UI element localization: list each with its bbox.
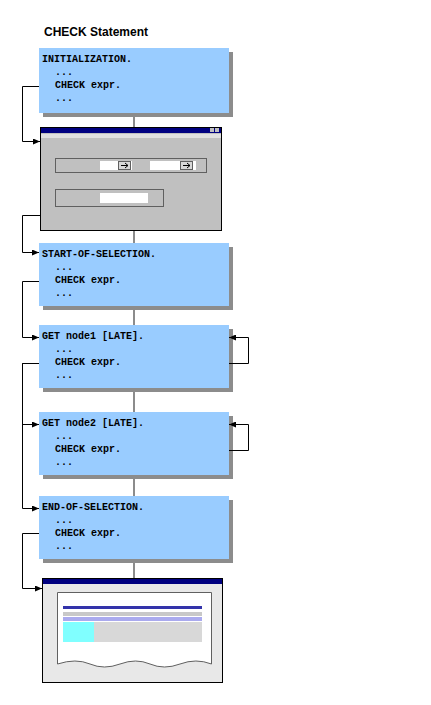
code-line: ... <box>39 540 229 553</box>
flow-arrow <box>229 425 249 451</box>
flow-arrow <box>229 338 249 364</box>
code-line: CHECK expr. <box>39 527 229 540</box>
input-button <box>119 162 131 170</box>
output-list <box>43 579 223 683</box>
title-bar <box>43 579 222 584</box>
event-keyword: INITIALIZATION. <box>39 53 229 66</box>
selection-screen <box>41 128 222 231</box>
input-field <box>150 161 196 170</box>
event-block: GET node2 [LATE]....CHECK expr.... <box>39 412 229 475</box>
event-block: GET node1 [LATE]....CHECK expr.... <box>39 325 229 388</box>
code-line: ... <box>39 369 229 382</box>
button-arrow <box>121 163 128 168</box>
screen-window <box>41 128 222 231</box>
window-button <box>215 128 219 132</box>
code-line: ... <box>39 343 229 356</box>
code-line: ... <box>39 66 229 79</box>
list-cell <box>63 622 94 642</box>
code-line: ... <box>39 456 229 469</box>
code-line: ... <box>39 261 229 274</box>
flow-line <box>133 388 135 412</box>
flow-line <box>133 113 135 127</box>
list-cell <box>94 622 202 642</box>
code-line: CHECK expr. <box>39 274 229 287</box>
flow-arrow <box>23 364 40 425</box>
flow-line <box>133 306 135 325</box>
input-button <box>181 162 193 170</box>
event-keyword: START-OF-SELECTION. <box>39 248 229 261</box>
list-paper <box>58 593 212 668</box>
event-keyword: GET node1 [LATE]. <box>39 330 229 343</box>
flow-arrow <box>23 282 40 338</box>
code-line: ... <box>39 287 229 300</box>
event-keyword: END-OF-SELECTION. <box>39 501 229 514</box>
input-frame <box>56 190 164 207</box>
input-field <box>100 161 132 170</box>
title-bar <box>41 128 221 133</box>
code-line: ... <box>39 430 229 443</box>
list-line <box>63 612 202 616</box>
input-field <box>100 193 148 203</box>
event-block: INITIALIZATION....CHECK expr.... <box>39 48 229 113</box>
code-line: ... <box>39 514 229 527</box>
flow-line <box>133 231 135 243</box>
jump-line <box>23 87 41 142</box>
window-button <box>210 128 214 132</box>
diagram-title: CHECK Statement <box>44 25 148 39</box>
list-line <box>63 617 202 621</box>
jump-line <box>23 216 41 253</box>
event-keyword: GET node2 [LATE]. <box>39 417 229 430</box>
code-line: CHECK expr. <box>39 79 229 92</box>
flow-line <box>133 475 135 496</box>
menu-bar <box>41 134 221 138</box>
list-line <box>63 606 202 609</box>
list-window <box>43 579 223 683</box>
event-block: END-OF-SELECTION....CHECK expr.... <box>39 496 229 559</box>
code-line: CHECK expr. <box>39 443 229 456</box>
code-line: CHECK expr. <box>39 356 229 369</box>
flow-line <box>133 559 135 578</box>
code-line: ... <box>39 92 229 105</box>
flow-arrow <box>23 364 40 509</box>
input-frame <box>56 159 207 173</box>
event-block: START-OF-SELECTION....CHECK expr.... <box>39 243 229 306</box>
button-arrow <box>183 163 190 168</box>
